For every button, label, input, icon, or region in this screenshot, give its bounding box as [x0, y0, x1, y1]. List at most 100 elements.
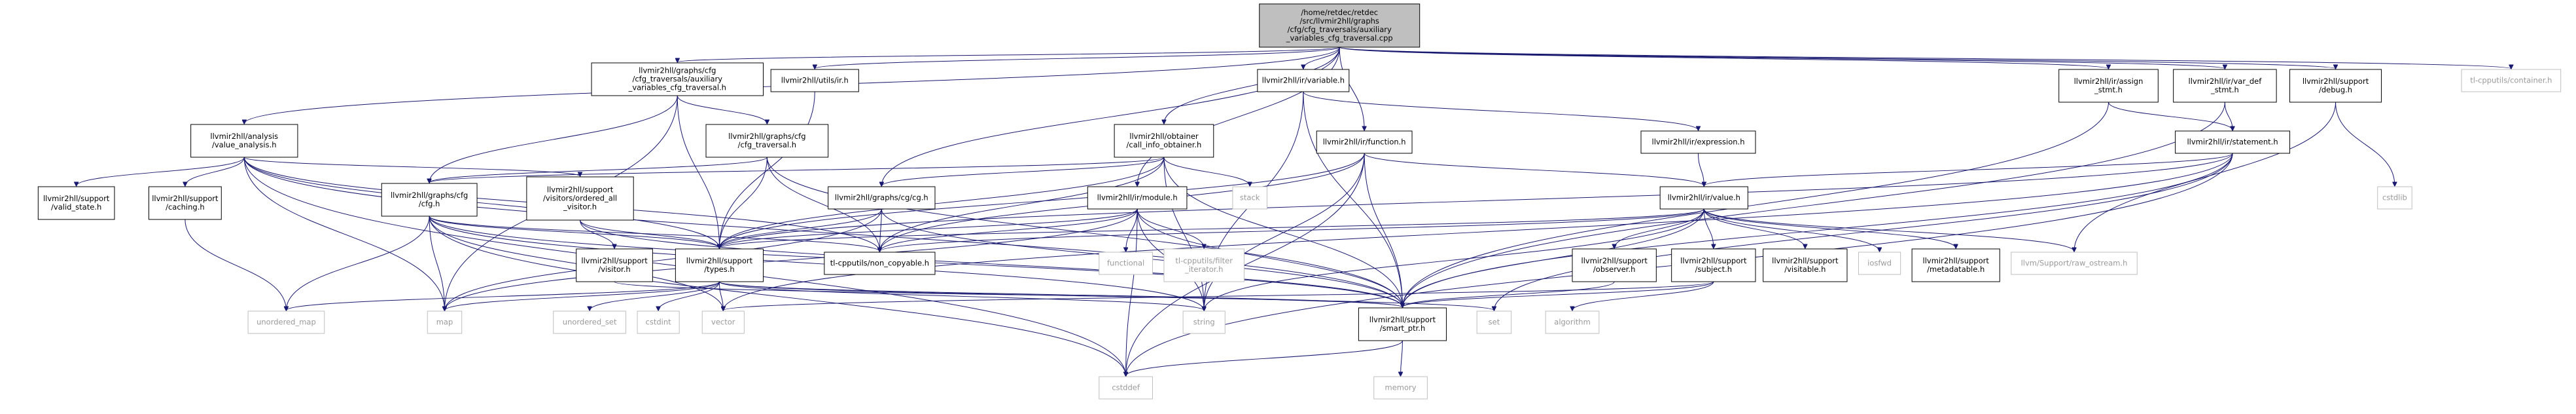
edge-call_info-to-types [719, 157, 1165, 248]
edge-value-to-observer [1614, 208, 1704, 248]
node-unordered-set[interactable]: unordered_set [553, 310, 627, 334]
node-visitor[interactable]: llvmir2hll/support/visitor.h [576, 248, 653, 282]
node-box [1671, 248, 1756, 282]
edge-cfg_traversal-to-types [719, 157, 768, 248]
edge-value_analysis-to-map [243, 157, 444, 310]
node-box [1316, 130, 1413, 154]
edge-cfg_traversal-to-cfg_h [429, 157, 768, 183]
node-box [1659, 186, 1748, 210]
edge-cfg_traversal-to-smart_ptr [766, 157, 1402, 307]
node-label-line: /metadatable.h [1927, 265, 1985, 274]
edge-expression-to-value [1698, 153, 1704, 186]
edge-cg-to-non_copyable [879, 208, 881, 252]
node-label-line: /visitor.h [598, 265, 630, 274]
node-set[interactable]: set [1476, 310, 1512, 334]
node-statement[interactable]: llvmir2hll/ir/statement.h [2175, 130, 2291, 154]
node-box [148, 186, 222, 220]
node-label-line: llvmir2hll/support [547, 185, 614, 195]
node-vardef[interactable]: llvmir2hll/ir/var_def_stmt.h [2173, 69, 2277, 103]
edge-call_info-to-cg [881, 157, 1165, 186]
edge-value_analysis-to-valid_state [77, 157, 245, 186]
node-label-line: llvmir2hll/ir/variable.h [1262, 76, 1345, 85]
edge-aux_h-to-cfg_traversal [677, 95, 767, 124]
edge-root-to-container [1339, 47, 2511, 69]
node-box [2175, 130, 2291, 154]
node-aux-h[interactable]: llvmir2hll/graphs/cfg/cfg_traversals/aux… [591, 62, 764, 96]
node-value-analysis[interactable]: llvmir2hll/analysis/value_analysis.h [190, 124, 298, 158]
edge-visitor-to-smart_ptr [614, 281, 1402, 307]
node-module[interactable]: llvmir2hll/ir/module.h [1087, 186, 1188, 210]
node-observer[interactable]: llvmir2hll/support/observer.h [1572, 248, 1657, 282]
node-memory[interactable]: memory [1373, 376, 1428, 400]
node-raw-ostream[interactable]: llvm/Support/raw_ostream.h [2011, 252, 2138, 275]
node-assign[interactable]: llvmir2hll/ir/assign_stmt.h [2058, 69, 2159, 103]
edge-smart_ptr-to-memory [1401, 340, 1403, 376]
node-cg[interactable]: llvmir2hll/graphs/cg/cg.h [828, 186, 936, 210]
node-root[interactable]: /home/retdec/retdec/src/llvmir2hll/graph… [1259, 3, 1420, 48]
node-cstddef[interactable]: cstddef [1099, 376, 1153, 400]
node-label-line: tl-cpputils/filter [1175, 256, 1233, 265]
node-call-info[interactable]: llvmir2hll/obtainer/call_info_obtainer.h [1114, 124, 1214, 158]
node-stack[interactable]: stack [1232, 186, 1267, 210]
node-box [576, 248, 653, 282]
node-cstdint[interactable]: cstdint [637, 310, 680, 334]
node-box [1232, 186, 1267, 210]
node-label-line: _stmt.h [2094, 85, 2123, 94]
node-smart-ptr[interactable]: llvmir2hll/support/smart_ptr.h [1358, 307, 1447, 341]
edge-value-to-smart_ptr [1402, 208, 1704, 307]
edge-caching-to-unordered_map [185, 219, 287, 310]
edge-statement-to-set [1494, 153, 2233, 310]
edge-value-to-subject [1703, 208, 1714, 248]
node-cstdlib[interactable]: cstdlib [2377, 186, 2412, 210]
node-label-line: llvmir2hll/graphs/cg/cg.h [835, 193, 928, 202]
node-box [1911, 248, 2000, 282]
node-iosfwd[interactable]: iosfwd [1858, 252, 1901, 275]
edge-root-to-aux_h [677, 47, 1340, 62]
node-variable[interactable]: llvmir2hll/ir/variable.h [1257, 69, 1350, 92]
node-label-line: llvmir2hll/analysis [210, 132, 278, 141]
node-label-line: string [1193, 318, 1215, 327]
node-box [1257, 69, 1350, 92]
node-label-line: llvmir2hll/graphs/cfg [391, 191, 468, 200]
node-unordered-map[interactable]: unordered_map [247, 310, 325, 334]
node-label-line: llvmir2hll/obtainer [1129, 132, 1199, 141]
node-types[interactable]: llvmir2hll/support/types.h [675, 248, 764, 282]
node-subject[interactable]: llvmir2hll/support/subject.h [1671, 248, 1756, 282]
node-function[interactable]: llvmir2hll/ir/function.h [1316, 130, 1413, 154]
node-visitable[interactable]: llvmir2hll/support/visitable.h [1763, 248, 1848, 282]
edge-cfg_h-to-non_copyable [429, 216, 879, 252]
node-metadatable[interactable]: llvmir2hll/support/metadatable.h [1911, 248, 2000, 282]
node-label-line: /cfg.h [419, 199, 440, 208]
edge-cfg_h-to-unordered_map [286, 216, 430, 310]
node-cfg-traversal[interactable]: llvmir2hll/graphs/cfg/cfg_traversal.h [705, 124, 829, 158]
node-box [2173, 69, 2277, 103]
node-vector[interactable]: vector [701, 310, 745, 334]
node-debug[interactable]: llvmir2hll/support/debug.h [2289, 69, 2382, 103]
node-expression[interactable]: llvmir2hll/ir/expression.h [1640, 130, 1756, 154]
node-cfg-h[interactable]: llvmir2hll/graphs/cfg/cfg.h [381, 183, 478, 217]
node-box [1373, 376, 1428, 400]
node-label-line: tl-cpputils/container.h [2470, 76, 2552, 85]
node-box [591, 62, 764, 96]
edge-value-to-metadatable [1703, 208, 1956, 248]
node-caching[interactable]: llvmir2hll/support/caching.h [148, 186, 222, 220]
edge-module-to-types [719, 208, 1138, 248]
node-box [2377, 186, 2412, 210]
node-functional[interactable]: functional [1099, 252, 1153, 275]
edge-value_analysis-to-caching [185, 157, 245, 186]
node-ordered-all[interactable]: llvmir2hll/support/visitors/ordered_all_… [526, 176, 634, 221]
node-utils-ir[interactable]: llvmir2hll/utils/ir.h [770, 69, 859, 92]
edge-types-to-string [718, 281, 1204, 310]
node-valid-state[interactable]: llvmir2hll/support/valid_state.h [37, 186, 115, 220]
node-value[interactable]: llvmir2hll/ir/value.h [1659, 186, 1748, 210]
node-label-line: llvmir2hll/ir/function.h [1323, 138, 1406, 147]
node-label-line: stack [1240, 193, 1260, 202]
node-string[interactable]: string [1182, 310, 1226, 334]
node-non-copyable[interactable]: tl-cpputils/non_copyable.h [824, 252, 936, 275]
node-filter-iterator[interactable]: tl-cpputils/filter_iterator.h [1163, 248, 1244, 282]
node-label-line: llvmir2hll/support [686, 256, 753, 265]
node-algorithm[interactable]: algorithm [1545, 310, 1600, 334]
node-label-line: llvmir2hll/graphs/cfg [728, 132, 805, 141]
node-map[interactable]: map [427, 310, 463, 334]
node-container[interactable]: tl-cpputils/container.h [2461, 69, 2562, 92]
